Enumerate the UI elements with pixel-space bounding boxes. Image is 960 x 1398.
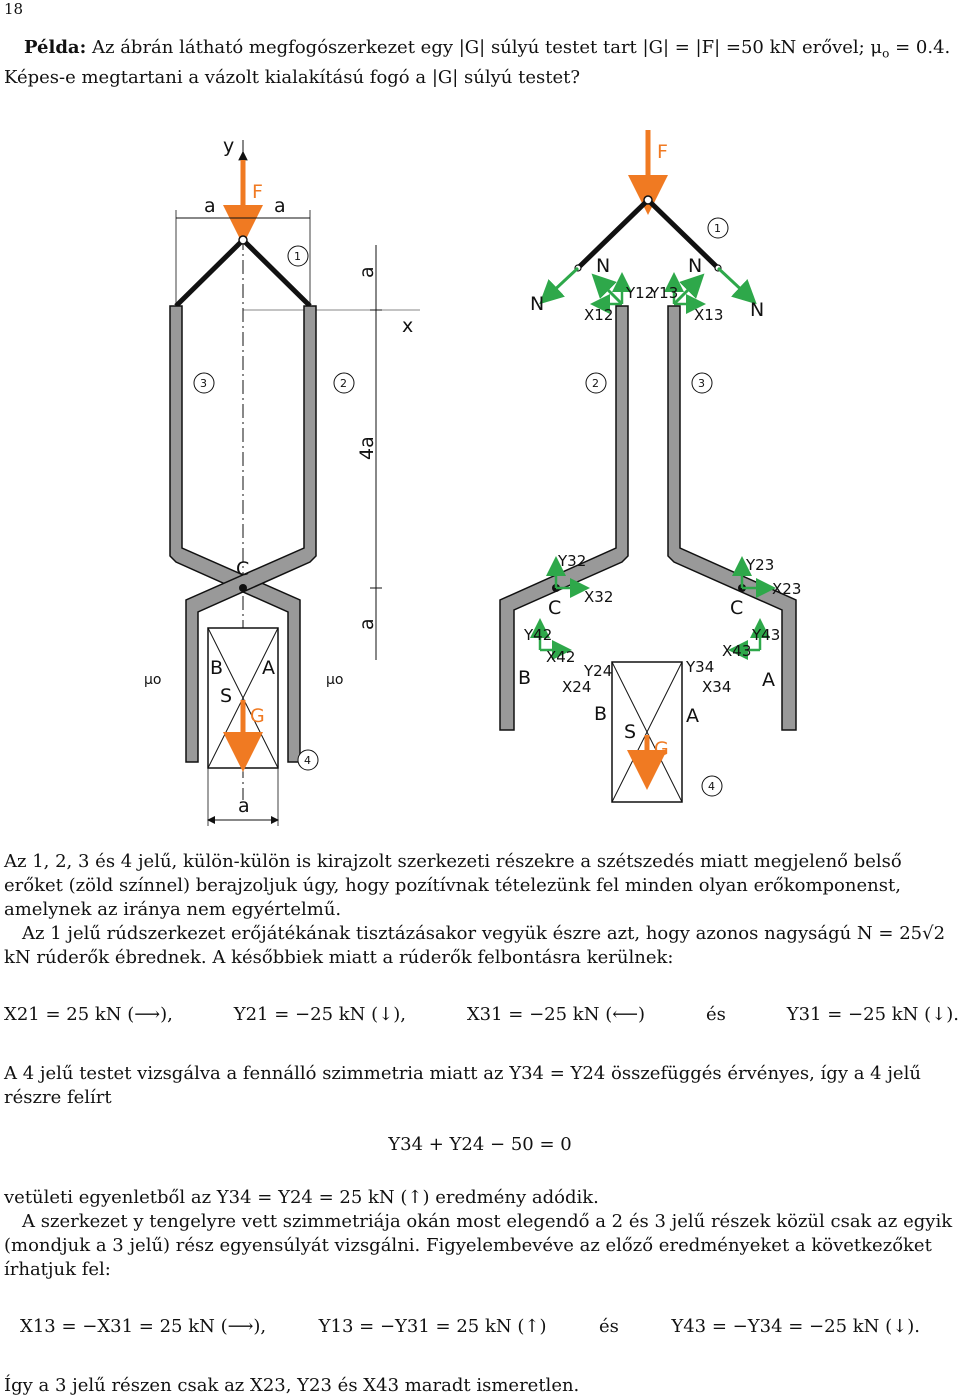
jaw-part-2-left xyxy=(169,305,301,763)
mu-right: μo xyxy=(326,672,343,688)
n-label-3: N xyxy=(688,255,702,277)
part-1-label: 1 xyxy=(294,250,301,263)
part-2-label: 2 xyxy=(340,377,347,390)
eq-y43: Y43 = −Y34 = −25 kN (↓). xyxy=(671,1316,920,1337)
mu-left: μo xyxy=(144,672,161,688)
hinge-top xyxy=(238,235,248,245)
equation-sum: Y34 + Y24 − 50 = 0 xyxy=(388,1134,572,1155)
part-3-label-right: 3 xyxy=(698,377,705,390)
left-assembly: y F a a x 1 a 4a a C 3 2 xyxy=(144,135,420,826)
rod-right xyxy=(241,238,312,308)
part-2-label-right: 2 xyxy=(592,377,599,390)
y12-label: Y12 xyxy=(625,284,654,302)
page-number: 18 xyxy=(4,0,24,18)
part-4-label-right: 4 xyxy=(708,780,715,793)
y43-label: Y43 xyxy=(751,626,780,644)
part-1-label-right: 1 xyxy=(714,222,721,235)
point-c-right-2: C xyxy=(730,597,743,619)
x24-label: X24 xyxy=(562,678,591,696)
dim-a-bottom: a xyxy=(238,795,250,817)
eq-x31: X31 = −25 kN (⟵) xyxy=(466,1004,646,1025)
gripper-figure: y F a a x 1 a 4a a C 3 2 xyxy=(144,130,801,826)
x23-label: X23 xyxy=(772,580,801,598)
y24-label: Y24 xyxy=(583,662,612,680)
point-a-left: A xyxy=(262,657,275,679)
x13-label: X13 xyxy=(694,306,723,324)
intro-paragraph: Példa: Az ábrán látható megfogószerkezet… xyxy=(4,36,954,90)
paragraph-2: Az 1 jelű rúdszerkezet erőjátékának tisz… xyxy=(4,923,946,968)
right-exploded: F 1 N N N N X12 Y12 Y13 X13 2 3 xyxy=(499,130,801,803)
x32-label: X32 xyxy=(584,588,613,606)
jaw-part-3-right xyxy=(667,305,797,731)
n-label-1: N xyxy=(530,293,544,315)
equation-row-1: X21 = 25 kN (⟶), Y21 = −25 kN (↓), X31 =… xyxy=(4,1004,959,1025)
dim-a-right: a xyxy=(274,195,286,217)
dim-a-left: a xyxy=(204,195,216,217)
part-3-label: 3 xyxy=(200,377,207,390)
x34-label: X34 xyxy=(702,678,731,696)
eq-y31: Y31 = −25 kN (↓). xyxy=(786,1004,959,1025)
point-b-left: B xyxy=(210,657,223,679)
point-s-left: S xyxy=(220,685,232,707)
part-4-label: 4 xyxy=(304,754,311,767)
paragraph-6: Így a 3 jelű részen csak az X23, Y23 és … xyxy=(4,1375,580,1396)
y13-label: Y13 xyxy=(649,284,678,302)
y-axis-label: y xyxy=(223,135,234,157)
jaw-part-3-left xyxy=(185,305,317,763)
equation-row-2: X13 = −X31 = 25 kN (⟶), Y13 = −Y31 = 25 … xyxy=(20,1316,920,1337)
force-f-label: F xyxy=(252,181,263,203)
eq-y21: Y21 = −25 kN (↓), xyxy=(233,1004,406,1025)
dim-4a: 4a xyxy=(356,436,378,460)
point-s-right: S xyxy=(624,721,636,743)
paragraph-3: A 4 jelű testet vizsgálva a fennálló szi… xyxy=(4,1063,921,1108)
intro-line2: Képes-e megtartani a vázolt kialakítású … xyxy=(4,66,581,88)
point-c-right-1: C xyxy=(548,597,561,619)
weight-g-label: G xyxy=(250,705,265,727)
paragraph-1: Az 1, 2, 3 és 4 jelű, külön-külön is kir… xyxy=(4,851,902,920)
x12-label: X12 xyxy=(584,306,613,324)
paragraph-5: A szerkezet y tengelyre vett szimmetriáj… xyxy=(4,1211,953,1280)
intro-line1: Az ábrán látható megfogószerkezet egy |G… xyxy=(91,37,883,58)
y32-label: Y32 xyxy=(557,552,586,570)
example-label: Példa: xyxy=(24,37,87,58)
dim-a-vertical: a xyxy=(356,266,378,278)
point-a-outer: A xyxy=(762,669,775,691)
paragraph-4: vetületi egyenletből az Y34 = Y24 = 25 k… xyxy=(4,1187,599,1208)
x43-label: X43 xyxy=(722,642,751,660)
dim-a-lower: a xyxy=(356,618,378,630)
eq-x13: X13 = −X31 = 25 kN (⟶), xyxy=(20,1316,267,1337)
mu-subscript: o xyxy=(882,46,890,61)
y23-label: Y23 xyxy=(745,556,774,574)
point-b-outer: B xyxy=(518,667,531,689)
hinge-c xyxy=(239,584,247,592)
intro-line1-end: = 0.4. xyxy=(889,37,951,58)
y34-label: Y34 xyxy=(685,658,714,676)
force-f-label-right: F xyxy=(657,141,668,163)
point-a-inner: A xyxy=(686,705,699,727)
rod-left xyxy=(174,238,245,308)
eq-x21: X21 = 25 kN (⟶), xyxy=(4,1004,173,1025)
eq-and-2: és xyxy=(598,1316,619,1337)
y42-label: Y42 xyxy=(523,626,552,644)
x-axis-label: x xyxy=(402,315,413,337)
x42-label: X42 xyxy=(546,648,575,666)
n-label-4: N xyxy=(750,299,764,321)
eq-and-1: és xyxy=(705,1004,726,1025)
point-b-inner: B xyxy=(594,703,607,725)
weight-g-label-right: G xyxy=(654,738,669,760)
n-label-2: N xyxy=(596,255,610,277)
point-c-left: C xyxy=(236,558,249,580)
eq-y13: Y13 = −Y31 = 25 kN (↑) xyxy=(318,1316,547,1337)
